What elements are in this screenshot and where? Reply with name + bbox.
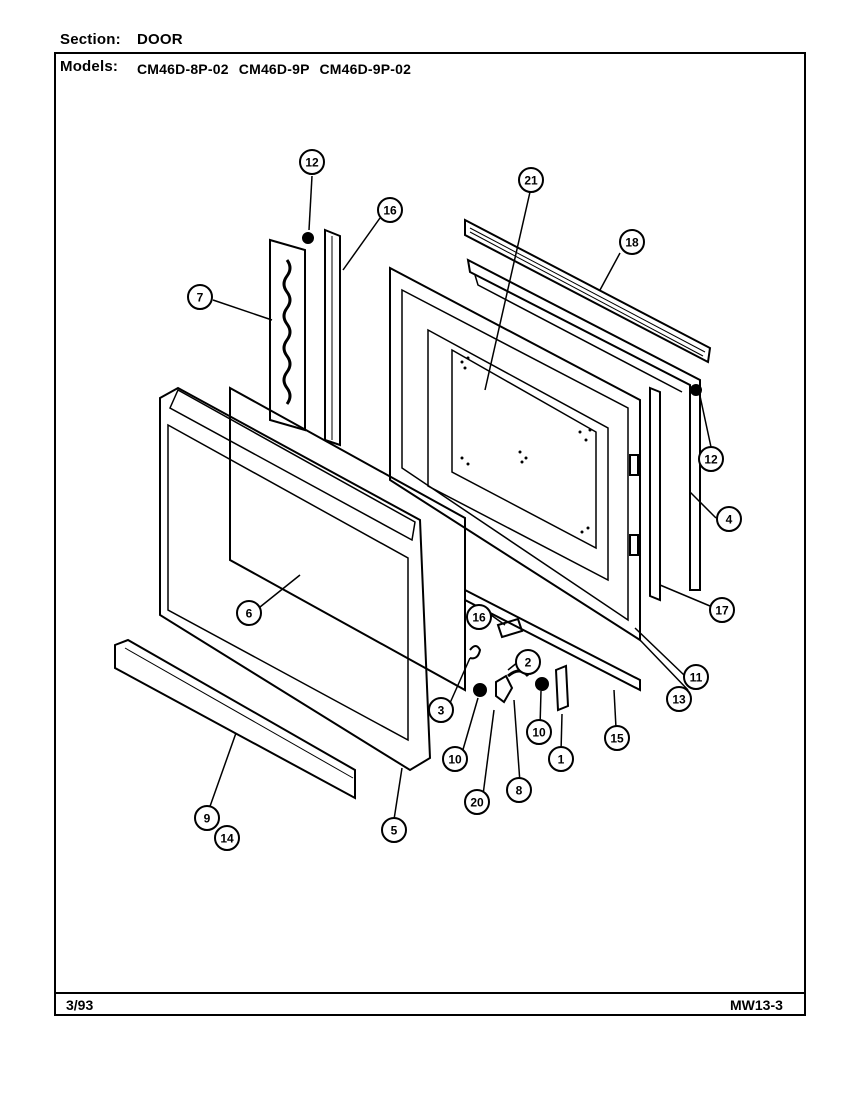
callout-21: 21 bbox=[518, 167, 544, 193]
svg-text:16: 16 bbox=[472, 611, 486, 625]
callout-10-right: 10 bbox=[526, 719, 552, 745]
callout-16-mid: 16 bbox=[466, 604, 492, 630]
callout-10-left: 10 bbox=[442, 746, 468, 772]
screw-right bbox=[690, 384, 702, 396]
callout-13: 13 bbox=[666, 686, 692, 712]
svg-text:13: 13 bbox=[672, 693, 686, 707]
hinge-strip bbox=[324, 228, 341, 447]
screw-top bbox=[302, 232, 314, 244]
svg-text:21: 21 bbox=[524, 174, 538, 188]
side-seal bbox=[649, 386, 661, 602]
door-glass-panel bbox=[229, 386, 466, 692]
svg-text:9: 9 bbox=[204, 812, 211, 826]
section-value: DOOR bbox=[137, 31, 183, 48]
callout-3: 3 bbox=[428, 697, 454, 723]
callout-18: 18 bbox=[619, 229, 645, 255]
section-label: Section: bbox=[60, 31, 121, 48]
svg-text:10: 10 bbox=[448, 753, 462, 767]
svg-text:6: 6 bbox=[246, 607, 253, 621]
models-label: Models: bbox=[60, 58, 119, 75]
svg-text:14: 14 bbox=[220, 832, 234, 846]
svg-text:16: 16 bbox=[383, 204, 397, 218]
svg-text:10: 10 bbox=[532, 726, 546, 740]
footer-date: 3/93 bbox=[66, 997, 94, 1013]
callout-15: 15 bbox=[604, 725, 630, 751]
callout-4: 4 bbox=[716, 506, 742, 532]
outer-door-frame bbox=[159, 386, 432, 772]
svg-text:5: 5 bbox=[391, 824, 398, 838]
door-gasket bbox=[466, 258, 701, 591]
top-trim bbox=[464, 218, 712, 364]
callouts: 12 16 7 21 18 12 4 17 6 11 13 15 16 2 3 … bbox=[0, 0, 742, 851]
callout-12-right: 12 bbox=[698, 446, 724, 472]
svg-text:12: 12 bbox=[305, 156, 319, 170]
callout-8: 8 bbox=[506, 777, 532, 803]
callout-16-top: 16 bbox=[377, 197, 403, 223]
diagram-frame bbox=[54, 52, 806, 1016]
callout-7: 7 bbox=[187, 284, 213, 310]
svg-text:7: 7 bbox=[197, 291, 204, 305]
svg-text:11: 11 bbox=[690, 671, 703, 685]
svg-text:18: 18 bbox=[625, 236, 639, 250]
callout-9: 9 bbox=[194, 805, 220, 831]
callout-19: 19 bbox=[0, 0, 14, 3]
callout-17: 17 bbox=[709, 597, 735, 623]
callout-14: 14 bbox=[214, 825, 240, 851]
bottom-rail bbox=[464, 588, 641, 692]
callout-11: 11 bbox=[683, 664, 709, 690]
models-value: CM46D-8P-02 CM46D-9P CM46D-9P-02 bbox=[137, 61, 412, 77]
callout-2: 2 bbox=[515, 649, 541, 675]
svg-text:20: 20 bbox=[470, 796, 484, 810]
footer-code: MW13-3 bbox=[730, 997, 783, 1013]
svg-text:3: 3 bbox=[438, 704, 445, 718]
hinge-plate bbox=[269, 238, 306, 432]
bottom-trim bbox=[114, 638, 356, 800]
mesh-dots bbox=[460, 356, 592, 534]
svg-text:8: 8 bbox=[516, 784, 523, 798]
callout-5: 5 bbox=[381, 817, 407, 843]
svg-text:1: 1 bbox=[558, 753, 565, 767]
callout-1: 1 bbox=[548, 746, 574, 772]
callout-6: 6 bbox=[236, 600, 262, 626]
footer-divider bbox=[54, 992, 806, 994]
svg-text:12: 12 bbox=[704, 453, 718, 467]
svg-text:4: 4 bbox=[726, 513, 733, 527]
callout-12-top: 12 bbox=[299, 149, 325, 175]
callout-20: 20 bbox=[464, 789, 490, 815]
svg-text:2: 2 bbox=[525, 656, 532, 670]
svg-text:15: 15 bbox=[610, 732, 624, 746]
inner-door-panel bbox=[389, 266, 641, 642]
svg-text:17: 17 bbox=[715, 604, 729, 618]
